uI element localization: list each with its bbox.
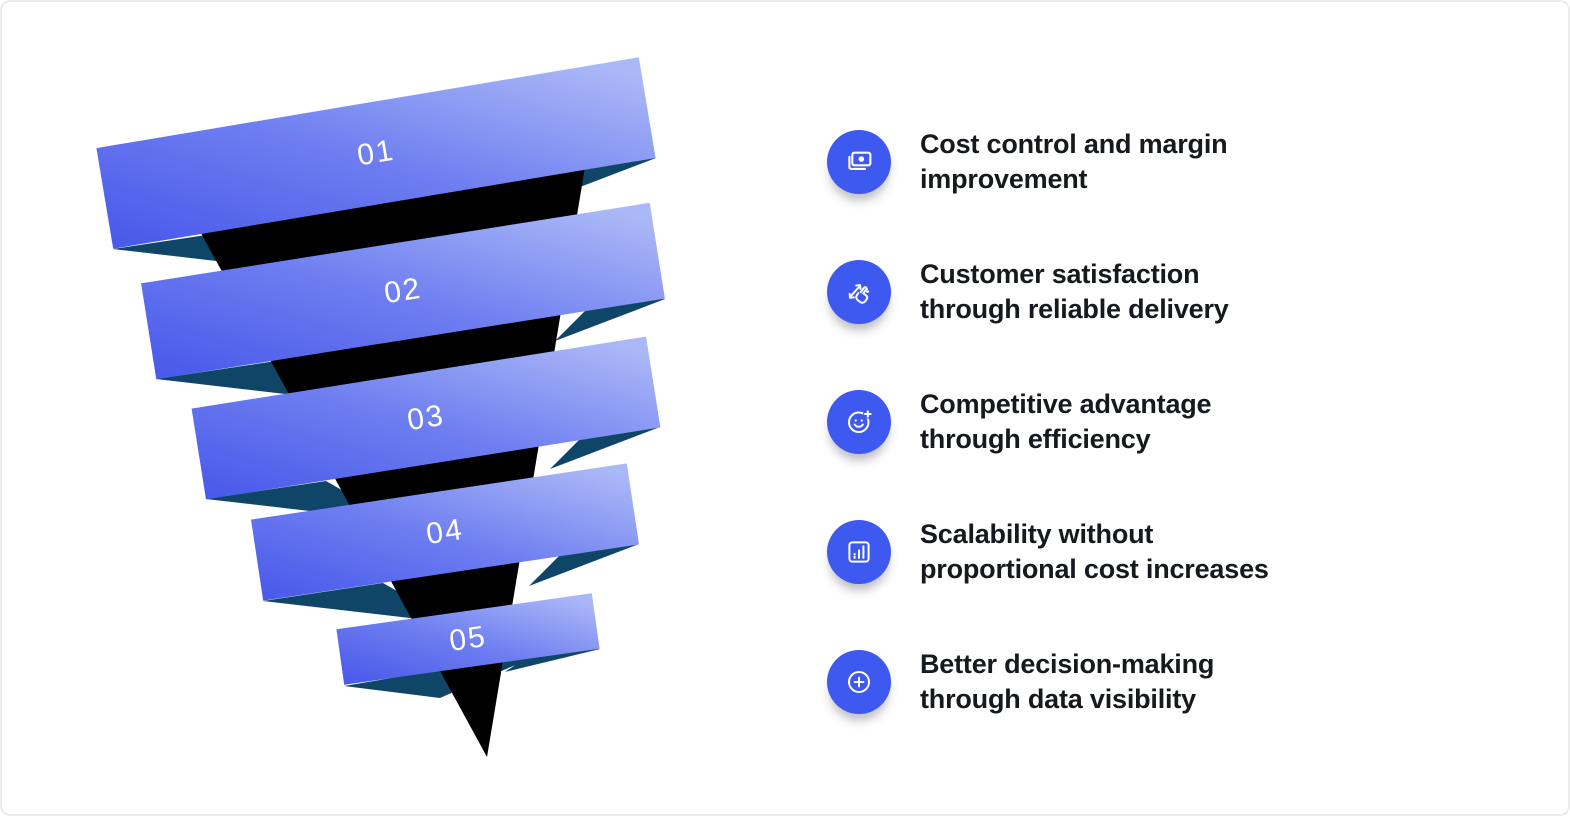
benefit-text: Scalability without proportional cost in… [920, 517, 1269, 587]
funnel-step: 02 [141, 202, 665, 380]
smiley-plus-icon [827, 390, 891, 454]
funnel-step: 05 [336, 593, 600, 685]
swipe-hand-icon [827, 260, 891, 324]
funnel-step-label: 04 [424, 513, 466, 551]
benefit-item: Better decision-making through data visi… [827, 617, 1269, 747]
funnel-step: 01 [96, 57, 656, 249]
benefit-line: Competitive advantage [920, 389, 1212, 419]
funnel-step-label: 02 [382, 272, 424, 310]
benefit-line: through data visibility [920, 684, 1196, 714]
benefit-line: improvement [920, 164, 1088, 194]
funnel-step-label: 01 [355, 134, 397, 173]
benefit-line: Customer satisfaction [920, 259, 1200, 289]
benefit-line: Cost control and margin [920, 129, 1228, 159]
benefit-text: Cost control and margin improvement [920, 127, 1228, 197]
funnel-step: 04 [251, 463, 639, 601]
funnel-step-label: 05 [447, 620, 489, 658]
benefit-line: through reliable delivery [920, 294, 1229, 324]
benefit-line: through efficiency [920, 424, 1151, 454]
banknote-icon [827, 130, 891, 194]
benefit-item: Cost control and margin improvement [827, 97, 1269, 227]
benefit-text: Competitive advantage through efficiency [920, 387, 1212, 457]
funnel-diagram: 01 02 03 04 05 [96, 57, 665, 757]
benefit-text: Better decision-making through data visi… [920, 647, 1214, 717]
funnel-step-label: 03 [405, 399, 447, 437]
circle-plus-icon [827, 650, 891, 714]
bar-chart-icon [827, 520, 891, 584]
benefit-line: Scalability without [920, 519, 1154, 549]
benefit-item: Customer satisfaction through reliable d… [827, 227, 1269, 357]
benefit-item: Scalability without proportional cost in… [827, 487, 1269, 617]
benefit-line: Better decision-making [920, 649, 1215, 679]
funnel-step: 03 [191, 336, 661, 500]
benefit-text: Customer satisfaction through reliable d… [920, 257, 1229, 327]
benefits-list: Cost control and margin improvement Cust… [827, 97, 1269, 747]
benefit-line: proportional cost increases [920, 554, 1269, 584]
benefit-item: Competitive advantage through efficiency [827, 357, 1269, 487]
